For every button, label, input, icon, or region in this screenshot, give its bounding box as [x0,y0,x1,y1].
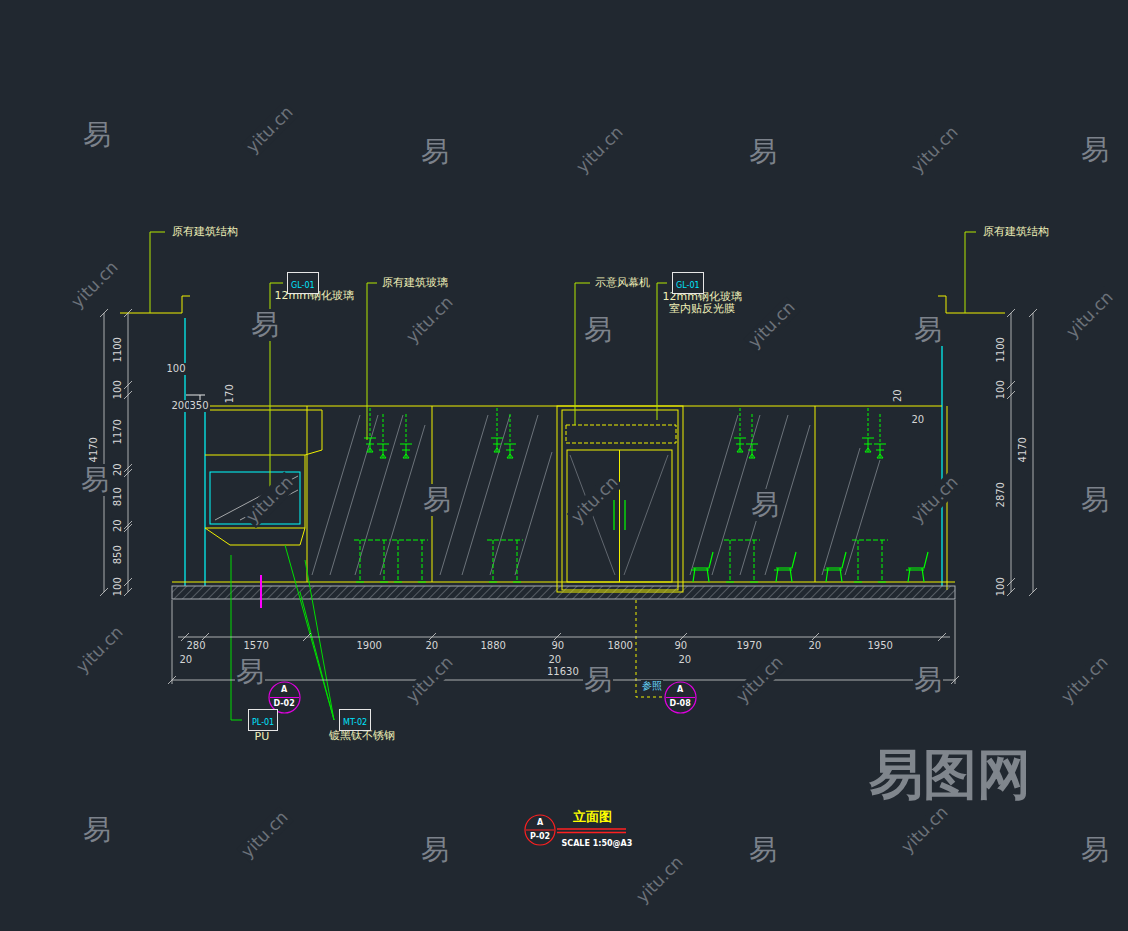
callout-text: 原有建筑结构 [982,226,1050,239]
watermark: yitu.cn [242,102,298,158]
watermark: 易 [1080,484,1110,516]
dimension-text: 100 [994,379,1006,400]
dimension-text: 1570 [243,640,270,652]
watermark: yitu.cn [237,807,293,863]
watermark: yitu.cn [632,852,688,908]
dimension-text: 100 [166,363,187,375]
dimension-text: 1170 [111,418,123,445]
watermark: 易 [748,136,778,168]
watermark: yitu.cn [67,257,123,313]
watermark: 易 [82,119,112,151]
watermark: yitu.cn [1062,287,1118,343]
watermark: 易 [422,484,452,516]
watermark: yitu.cn [744,297,800,353]
watermark: 易 [583,314,613,346]
watermark: yitu.cn [1057,652,1113,708]
dimension-text: 1100 [994,336,1006,363]
dimension-text: 20 [111,518,123,533]
dimension-text: 20 [911,414,926,426]
scale-note: SCALE 1:50@A3 [561,839,634,848]
section-symbol: A P-02 [524,814,556,846]
dimension-text: 1900 [356,640,383,652]
material-tag: GL-01 [287,272,319,294]
tag-code: GL-01 [291,281,315,290]
watermark: 易 [1080,834,1110,866]
dimension-text: 20 [425,640,440,652]
watermark: 易 [420,834,450,866]
watermark: 易 [1080,134,1110,166]
watermark: 易 [750,489,780,521]
watermark: 易图网 [868,744,1032,806]
callout-text: 12mm钢化玻璃 室内贴反光膜 [662,291,743,316]
dimension-text: 20 [891,388,903,403]
tag-code: GL-01 [676,281,700,290]
watermark: 易 [80,464,110,496]
sheet-number: P-02 [530,833,550,842]
material-tag: MT-02 [339,709,371,731]
watermark: yitu.cn [402,292,458,348]
dimension-text: 100 [111,379,123,400]
material-tag: PL-01 [248,709,278,731]
dimension-text: 170 [223,383,235,404]
watermark: 易 [420,136,450,168]
dimension-text: 20 [111,462,123,477]
tag-code: PL-01 [252,718,274,727]
dimension-text: 1970 [736,640,763,652]
dimension-text: 90 [551,640,566,652]
watermark: yitu.cn [897,802,953,858]
dimension-text: 20 [808,640,823,652]
reference-note: 参照 [641,680,663,692]
dimension-text: 1950 [867,640,894,652]
watermark: yitu.cn [907,472,963,528]
watermark: 易 [82,814,112,846]
watermark: 易 [250,309,280,341]
dimension-text: 350 [189,400,210,412]
watermark: 易 [748,834,778,866]
watermark: yitu.cn [572,122,628,178]
dimension-text: 850 [111,544,123,565]
dimension-text: 20 [678,654,693,666]
watermark: yitu.cn [907,122,963,178]
dimension-text: 810 [111,486,123,507]
section-letter: A [677,686,683,695]
material-tag: GL-01 [672,272,704,294]
section-letter: A [281,686,287,695]
section-symbol: A D-08 [664,681,697,714]
dimension-text: 1800 [607,640,634,652]
sheet-number: D-08 [670,700,691,709]
callout-text: PU [254,731,271,744]
dimension-text: 100 [111,576,123,597]
dimension-text: 4170 [1016,436,1028,463]
tag-code: MT-02 [343,718,367,727]
watermark: yitu.cn [72,622,128,678]
dimension-text: 4170 [87,436,99,463]
dimension-text: 11630 [546,666,580,678]
watermark: 易 [913,314,943,346]
callout-text: 镀黑钛不锈钢 [328,730,396,743]
dimension-text: 100 [994,576,1006,597]
dimension-text: 20 [179,654,194,666]
dimension-text: 1100 [111,336,123,363]
dimension-text: 280 [186,640,207,652]
dimension-text: 1880 [480,640,507,652]
watermark: 易 [583,664,613,696]
section-letter: A [537,819,543,828]
sheet-number: D-02 [274,700,295,709]
dimension-text: 20 [548,654,563,666]
watermark: 易 [235,656,265,688]
watermark: 易 [913,664,943,696]
callout-text: 原有建筑玻璃 [381,277,449,290]
drawing-title: 立面图 [572,810,613,825]
dimension-text: 2870 [994,481,1006,508]
callout-text: 原有建筑结构 [171,226,239,239]
callout-text: 示意风幕机 [594,277,651,290]
dimension-text: 90 [674,640,689,652]
